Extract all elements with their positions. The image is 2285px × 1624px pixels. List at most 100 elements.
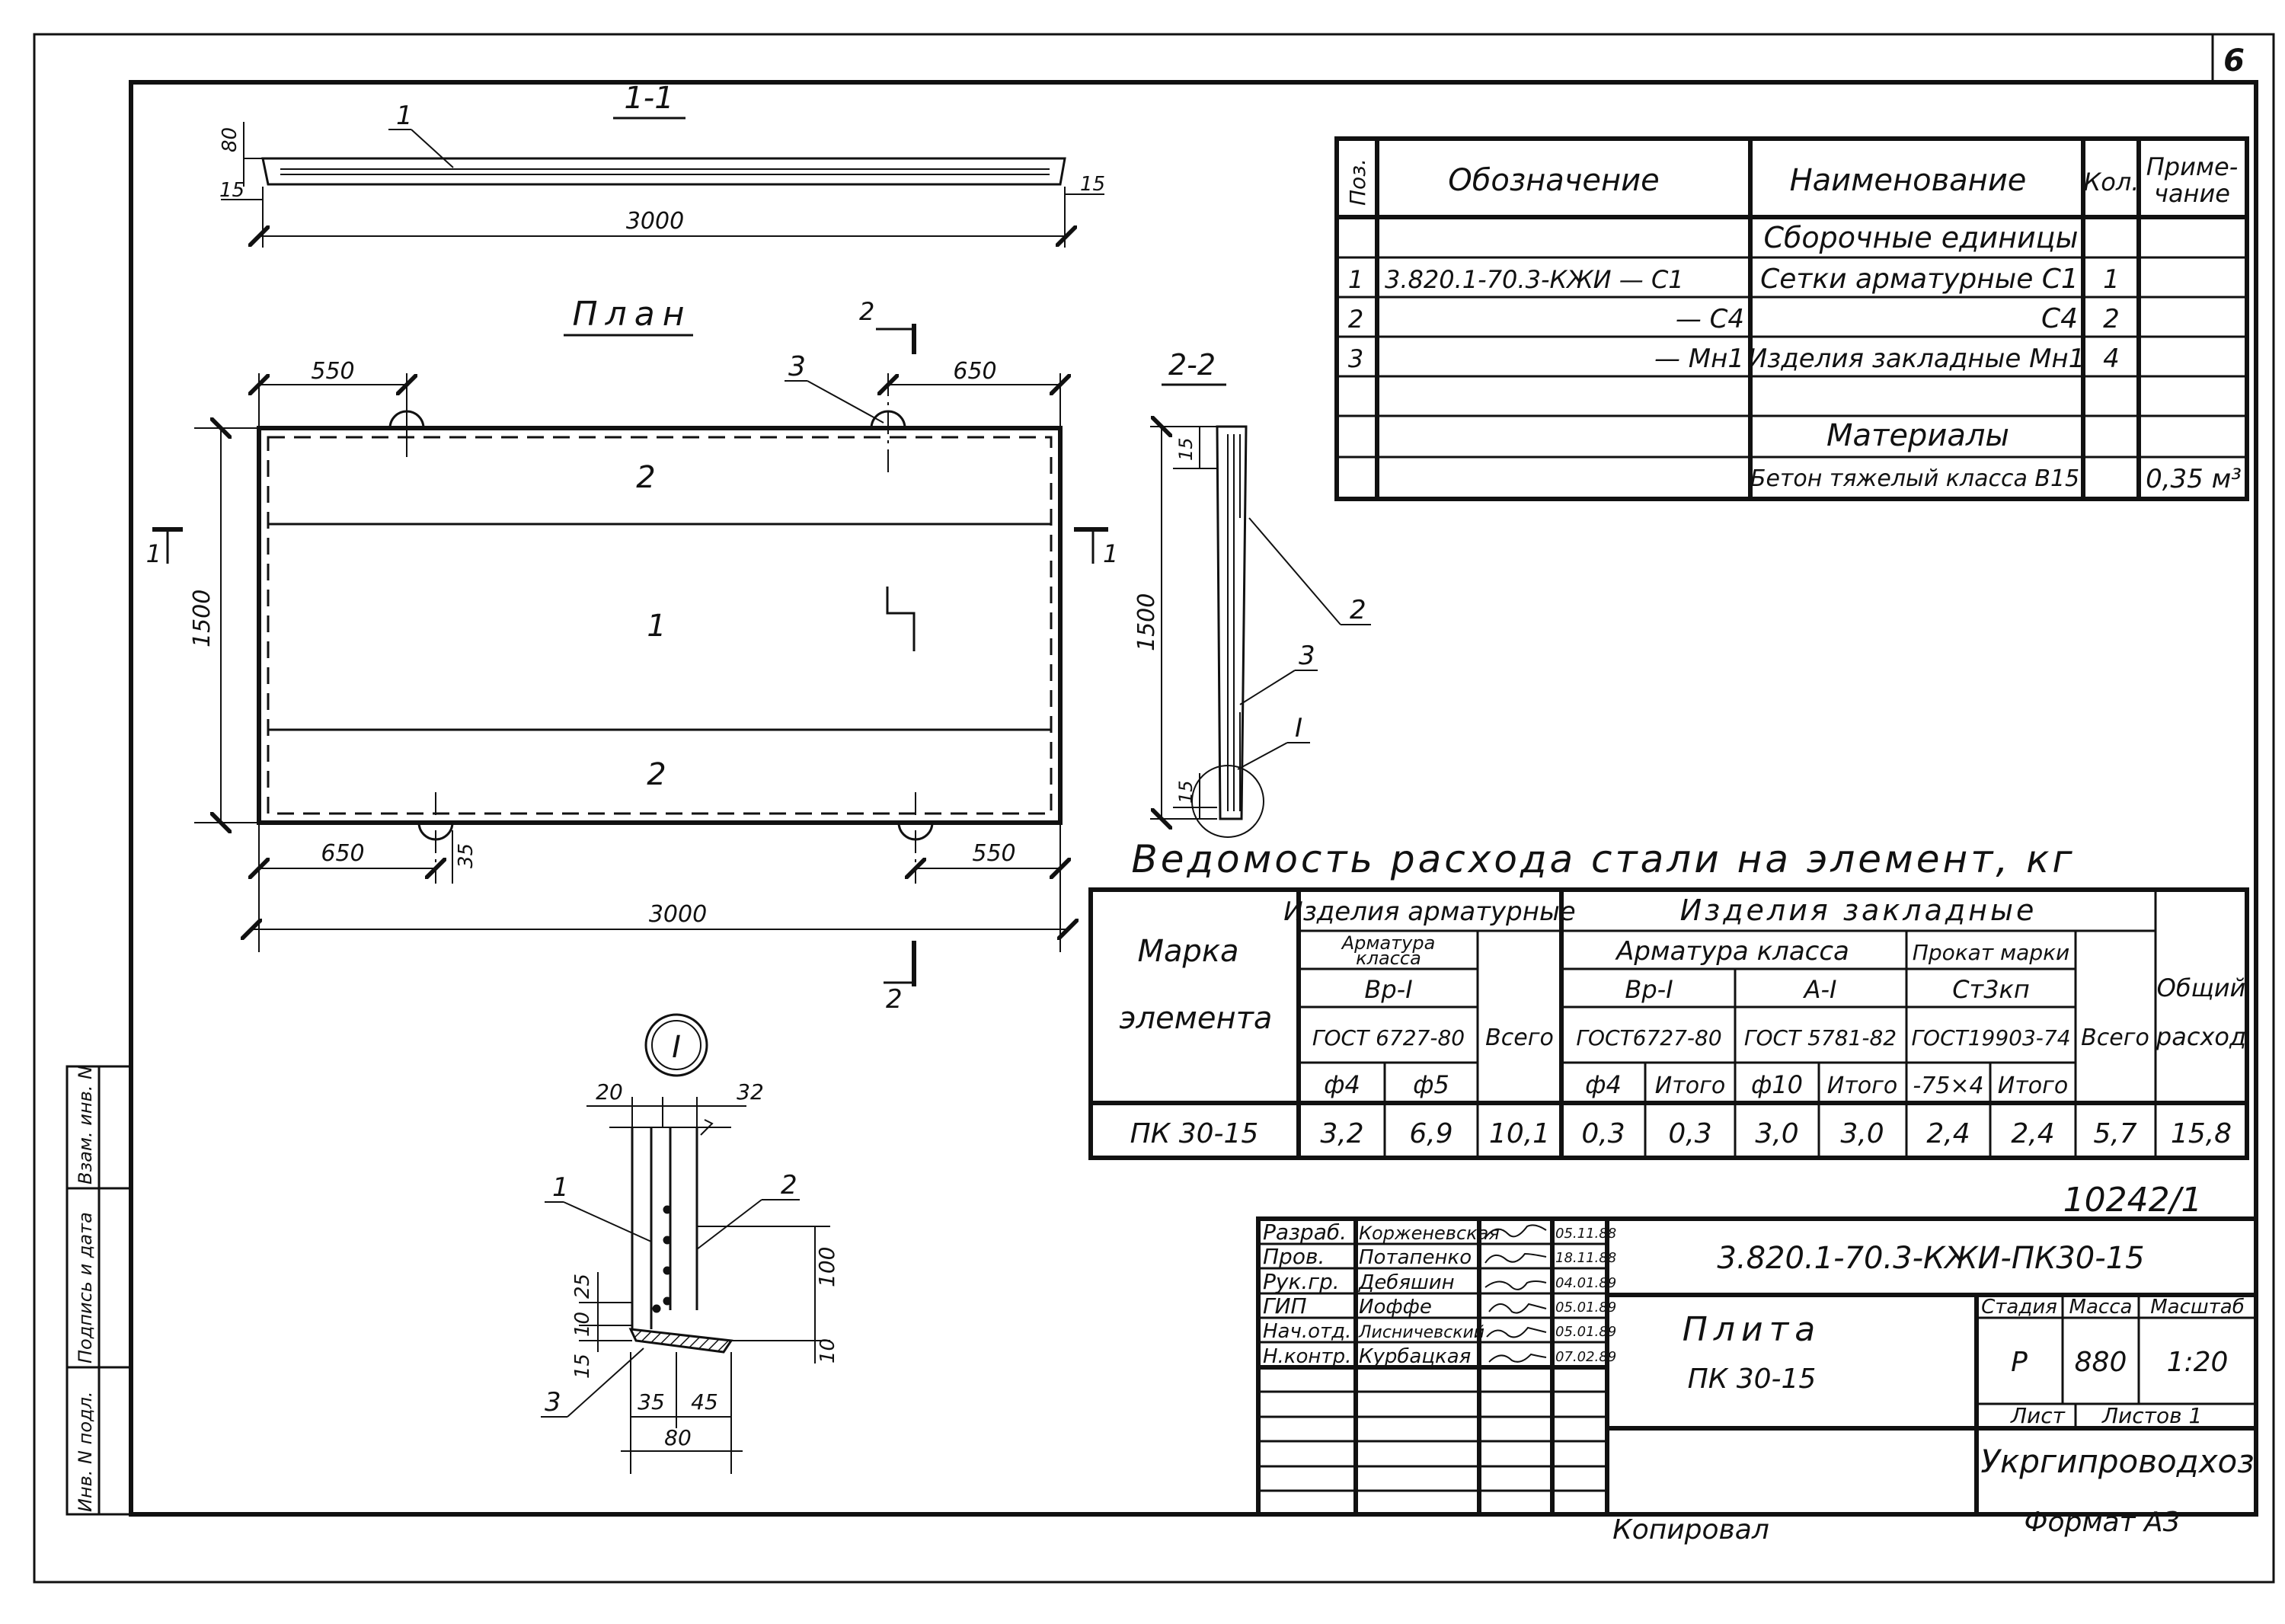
spec-h-note-1: Приме-: [2146, 152, 2239, 181]
outer-border: [33, 33, 2275, 1584]
spec-r3-qty: 4: [2103, 344, 2120, 374]
steel-embed-bp: Вр-I: [1625, 975, 1673, 1004]
s22-callout-I: I: [1295, 713, 1302, 743]
tb-name: Плита: [1683, 1310, 1821, 1349]
s22-dim-15-top: 15: [1175, 437, 1197, 461]
steel-sub-5: Итого: [1827, 1073, 1897, 1099]
tb-name-0: Корженевская: [1359, 1223, 1500, 1244]
steel-sub-1: ф5: [1413, 1070, 1449, 1099]
steel-row-11: 15,8: [2171, 1118, 2232, 1149]
steel-mark-1: Марка: [1137, 934, 1238, 969]
tb-date-1: 18.11.88: [1555, 1250, 1616, 1266]
tb-sheets-label: Листов 1: [2101, 1403, 2202, 1428]
steel-rolled-grade: Ст3кп: [1952, 975, 2030, 1004]
tb-date-5: 07.02.89: [1555, 1349, 1616, 1365]
det-dim-10: 10: [571, 1312, 594, 1337]
spec-r3-name: Изделия закладные Мн1: [1748, 344, 2085, 374]
spec-r1-qty: 1: [2103, 264, 2120, 295]
spec-r2-desig: — С4: [1676, 304, 1744, 334]
plan-view: План 2 1 2 3 550 650 1500: [146, 295, 1119, 1015]
tb-name-3: Иоффе: [1359, 1296, 1432, 1319]
steel-row-5: 0,3: [1668, 1118, 1711, 1149]
tb-role-1: Пров.: [1263, 1244, 1325, 1269]
dim-650-top: 650: [953, 358, 996, 385]
spec-h-qty: Кол.: [2084, 168, 2140, 197]
copied-label: Копировал: [1612, 1514, 1769, 1546]
cut-2-top: 2: [859, 297, 874, 326]
steel-table: Ведомость расхода стали на элемент, кг М…: [1088, 837, 2249, 1160]
tb-role-5: Н.контр.: [1263, 1345, 1351, 1368]
tb-scale-label: Масштаб: [2150, 1296, 2245, 1319]
steel-sub-3: Итого: [1655, 1073, 1725, 1099]
plan-length-3000: 3000: [649, 901, 707, 928]
spec-r2-name: С4: [2041, 303, 2078, 334]
pos-1-label: 1: [396, 101, 413, 131]
det-dim-20: 20: [596, 1079, 623, 1105]
steel-reinf-class-2: класса: [1356, 948, 1421, 969]
cut-1-left: 1: [146, 539, 161, 568]
section-1-1: 1-1 1 80 15 15 3000: [219, 81, 1105, 248]
steel-reinf-gost: ГОСТ 6727-80: [1312, 1025, 1465, 1050]
steel-row-7: 3,0: [1840, 1118, 1884, 1149]
spec-h-designation: Обозначение: [1448, 163, 1660, 198]
stamp-replace: Взам. инв. N: [75, 1066, 96, 1184]
steel-title: Ведомость расхода стали на элемент, кг: [1131, 837, 2075, 881]
section-1-1-title: 1-1: [624, 81, 673, 116]
detail-I: I 20 32 25 10 15 100 10: [541, 1013, 839, 1474]
steel-group-embed: Изделия закладные: [1680, 894, 2037, 927]
spec-r2-pos: 2: [1348, 305, 1363, 334]
section-2-2-height: 1500: [1133, 593, 1160, 651]
steel-row-3: 10,1: [1489, 1118, 1550, 1149]
detail-I-title: I: [672, 1030, 681, 1065]
steel-sub-0: ф4: [1324, 1070, 1360, 1099]
callout-3-plan: 3: [788, 351, 806, 382]
cut-2-bottom: 2: [886, 984, 903, 1015]
plan-title: План: [573, 295, 692, 334]
steel-row-mark: ПК 30-15: [1130, 1118, 1259, 1149]
steel-sub-4: ф10: [1751, 1070, 1803, 1099]
steel-row-9: 2,4: [2011, 1118, 2054, 1149]
spec-h-name: Наименование: [1790, 163, 2027, 198]
steel-row-1: 3,2: [1320, 1118, 1363, 1149]
steel-rolled: Прокат марки: [1913, 940, 2069, 965]
steel-group-reinf: Изделия арматурные: [1283, 897, 1575, 927]
spec-table: Поз. Обозначение Наименование Кол. Приме…: [1334, 136, 2249, 501]
tb-name-5: Курбацкая: [1359, 1345, 1471, 1368]
dim-15-left: 15: [219, 179, 244, 202]
steel-sub-7: Итого: [1998, 1073, 2068, 1099]
spec-r6-note: 0,35 м³: [2146, 464, 2242, 494]
tb-date-2: 04.01.89: [1555, 1275, 1616, 1291]
det-dim-45: 45: [691, 1389, 718, 1415]
steel-embed-bp-gost: ГОСТ6727-80: [1576, 1025, 1721, 1050]
steel-row-6: 3,0: [1755, 1118, 1798, 1149]
sheet-code: 10242/1: [2063, 1181, 2203, 1220]
spec-r2-qty: 2: [2103, 304, 2120, 334]
tb-scale: 1:20: [2167, 1347, 2229, 1378]
section-2-2: 2-2 1500 15 15 2 3 I: [1133, 348, 1371, 838]
cut-1-right: 1: [1103, 539, 1118, 568]
steel-reinf-total: Всего: [1485, 1025, 1554, 1051]
steel-overall-2: расход: [2156, 1022, 2246, 1051]
spec-r3-desig: — Мн1: [1654, 344, 1744, 374]
dim-550-top: 550: [311, 358, 354, 385]
length-3000-top: 3000: [626, 208, 684, 235]
det-dim-25: 25: [571, 1274, 594, 1299]
zone-bottom-label: 2: [647, 757, 666, 792]
steel-row-2: 6,9: [1409, 1118, 1452, 1149]
spec-h-note-2: чание: [2154, 179, 2230, 208]
sheet-number: 6: [2223, 43, 2245, 78]
steel-row-4: 0,3: [1581, 1118, 1625, 1149]
det-dim-100: 100: [814, 1247, 839, 1287]
steel-embed-a: А-I: [1803, 975, 1837, 1004]
spec-r5-name: Материалы: [1826, 418, 2009, 453]
spec-r6-name: Бетон тяжелый класса В15: [1750, 465, 2079, 492]
spec-h-pos: Поз.: [1345, 158, 1370, 206]
tb-name-4: Лисничевский: [1358, 1323, 1484, 1342]
tb-stage-label: Стадия: [1981, 1296, 2057, 1319]
det-callout-2: 2: [781, 1170, 797, 1200]
tb-name-2: Дебяшин: [1358, 1271, 1455, 1294]
tb-name-sub: ПК 30-15: [1688, 1363, 1817, 1395]
side-stamp: Инв. N подл. Подпись и дата Взам. инв. N: [66, 1065, 133, 1516]
tb-mass-label: Масса: [2069, 1296, 2133, 1319]
dim-550-bottom: 550: [972, 840, 1015, 867]
